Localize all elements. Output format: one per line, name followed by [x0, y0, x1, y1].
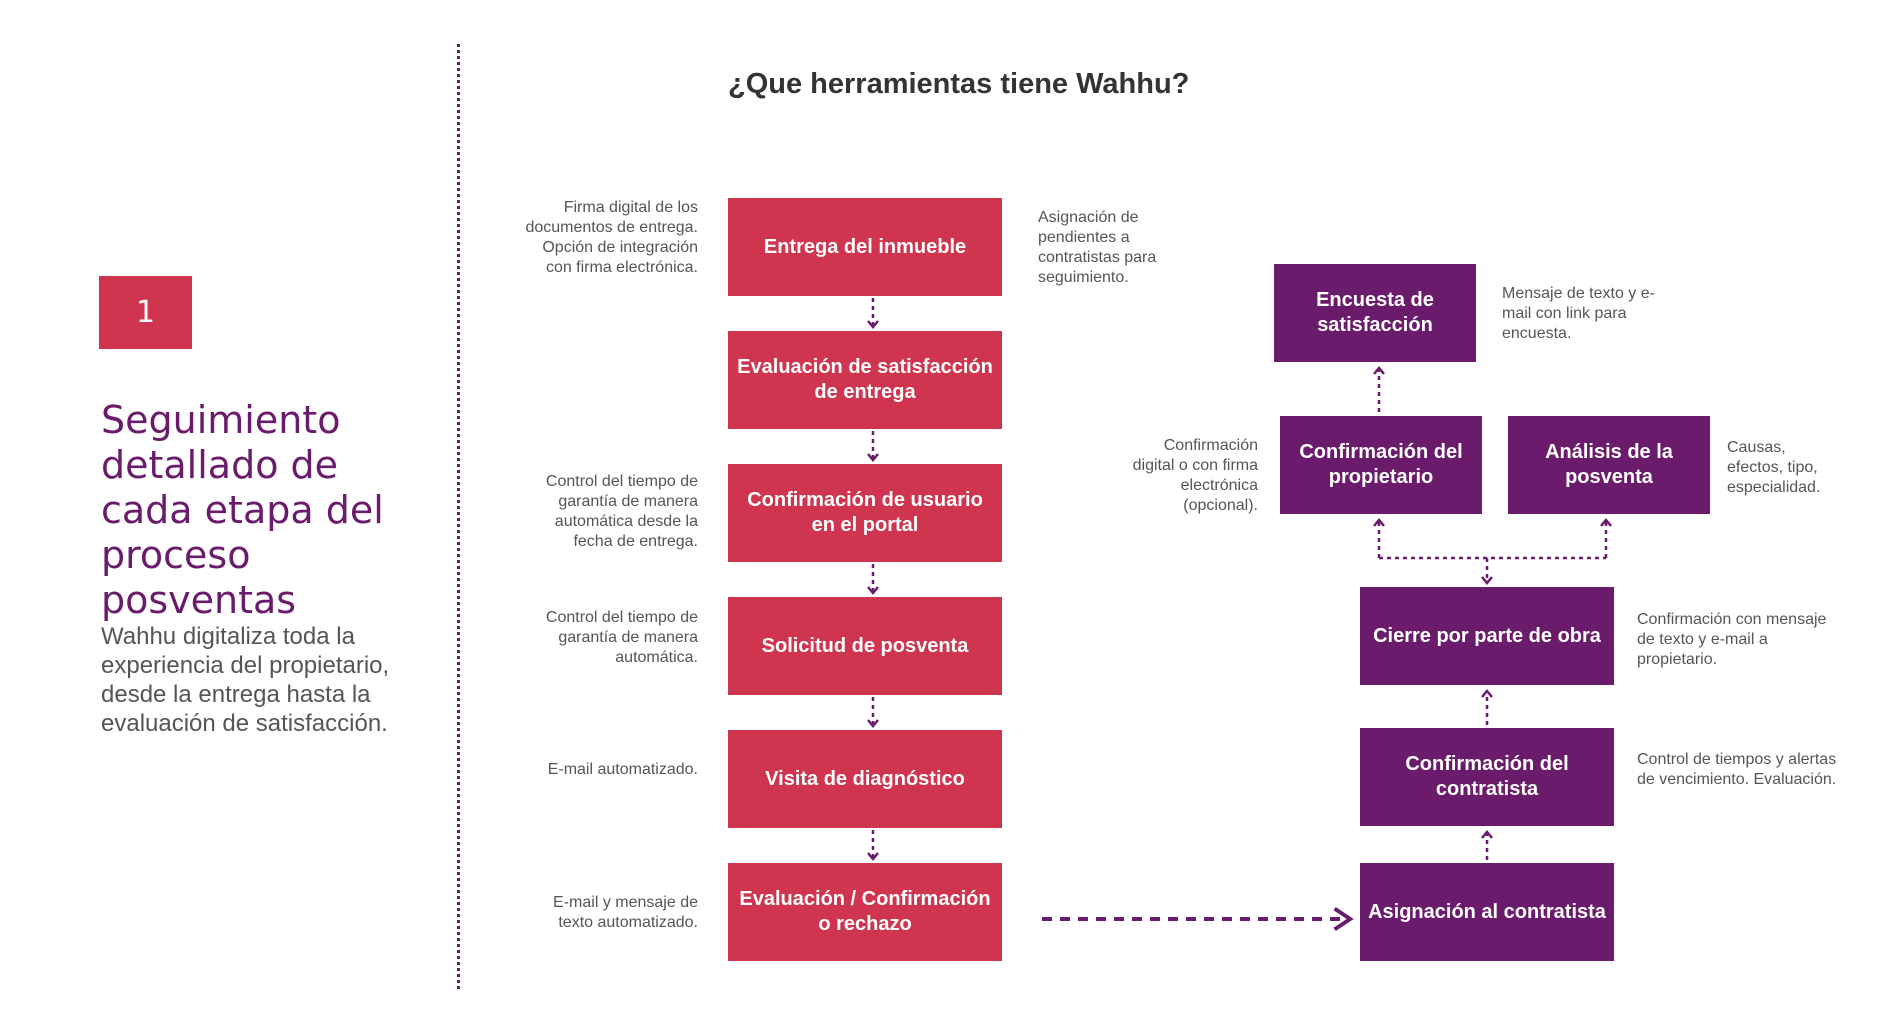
- note-evaluacion: E-mail y mensaje de texto automatizado.: [553, 894, 698, 931]
- page-title: ¿Que herramientas tiene Wahhu?: [728, 68, 1190, 100]
- flow-box-cierre: Cierre por parte de obra: [1360, 587, 1614, 685]
- flow-box-asignacion: Asignación al contratista: [1360, 863, 1614, 961]
- note-entrega: Firma digital de los documentos de entre…: [525, 199, 698, 276]
- note-asignacion-pendientes: Asignación de pendientes a contratistas …: [1038, 209, 1157, 286]
- flow-box-visita-diagnostico: Visita de diagnóstico: [728, 730, 1002, 828]
- vertical-divider: [457, 44, 460, 989]
- flow-box-evaluacion-entrega: Evaluación de satisfacción de entrega: [728, 331, 1002, 429]
- flow-box-confirmacion-contratista: Confirmación del contratista: [1360, 728, 1614, 826]
- step-number-badge: 1: [99, 276, 192, 349]
- note-solicitud-posventa: Control del tiempo de garantía de manera…: [545, 609, 698, 666]
- flow-box-evaluacion-confirmacion: Evaluación / Confirmación o rechazo: [728, 863, 1002, 961]
- section-heading: Seguimiento detallado de cada etapa del …: [101, 398, 384, 622]
- note-analisis: Causas, efectos, tipo, especialidad.: [1727, 439, 1821, 496]
- note-visita-diagnostico: E-mail automatizado.: [547, 761, 698, 778]
- note-cierre: Confirmación con mensaje de texto y e-ma…: [1637, 611, 1827, 668]
- flow-box-entrega: Entrega del inmueble: [728, 198, 1002, 296]
- flow-box-solicitud-posventa: Solicitud de posventa: [728, 597, 1002, 695]
- note-confirmacion-propietario: Confirmación digital o con firma electró…: [1132, 437, 1258, 514]
- flow-box-confirmacion-usuario: Confirmación de usuario en el portal: [728, 464, 1002, 562]
- note-confirmacion-usuario: Control del tiempo de garantía de manera…: [545, 473, 698, 550]
- flow-box-analisis: Análisis de la posventa: [1508, 416, 1710, 514]
- flow-box-encuesta: Encuesta de satisfacción: [1274, 264, 1476, 362]
- note-confirmacion-contratista: Control de tiempos y alertas de vencimie…: [1637, 751, 1837, 788]
- section-description: Wahhu digitaliza toda la experiencia del…: [101, 623, 390, 737]
- flow-box-confirmacion-propietario: Confirmación del propietario: [1280, 416, 1482, 514]
- note-encuesta: Mensaje de texto y e-mail con link para …: [1502, 285, 1655, 342]
